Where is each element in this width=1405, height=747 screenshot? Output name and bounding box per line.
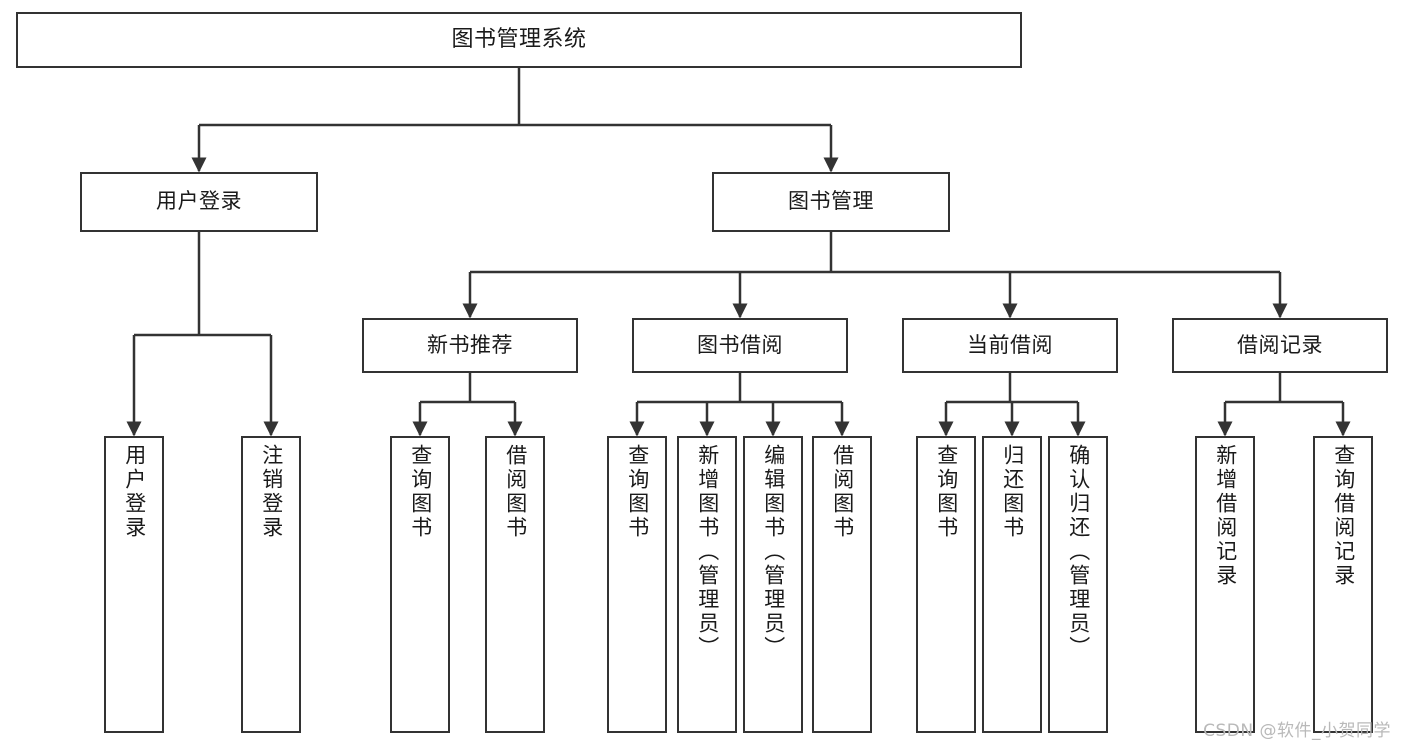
node-leaf-12[interactable]: 新增借阅记录 [1195, 436, 1255, 733]
node-label: 图书借阅 [697, 332, 783, 357]
node-label: 确认归还（管理员） [1066, 444, 1091, 660]
node-label: 查询借阅记录 [1331, 444, 1356, 588]
node-label: 用户登录 [122, 444, 147, 540]
node-leaf-3[interactable]: 查询图书 [390, 436, 450, 733]
node-label: 编辑图书（管理员） [761, 444, 786, 660]
node-leaf-1[interactable]: 用户登录 [104, 436, 164, 733]
node-label: 新增图书（管理员） [695, 444, 720, 660]
node-label: 借阅图书 [503, 444, 528, 540]
node-root[interactable]: 图书管理系统 [16, 12, 1022, 68]
node-leaf-7[interactable]: 编辑图书（管理员） [743, 436, 803, 733]
node-label: 新书推荐 [427, 332, 513, 357]
node-leaf-10[interactable]: 归还图书 [982, 436, 1042, 733]
node-label: 图书管理 [788, 189, 874, 214]
node-label: 借阅记录 [1237, 332, 1323, 357]
node-label: 归还图书 [1000, 444, 1025, 540]
node-label: 新增借阅记录 [1213, 444, 1238, 588]
node-label: 查询图书 [934, 444, 959, 540]
node-label: 借阅图书 [830, 444, 855, 540]
node-leaf-13[interactable]: 查询借阅记录 [1313, 436, 1373, 733]
node-leaf-4[interactable]: 借阅图书 [485, 436, 545, 733]
node-leaf-6[interactable]: 新增图书（管理员） [677, 436, 737, 733]
node-leaf-11[interactable]: 确认归还（管理员） [1048, 436, 1108, 733]
node-label: 当前借阅 [967, 332, 1053, 357]
node-login[interactable]: 用户登录 [80, 172, 318, 232]
node-current[interactable]: 当前借阅 [902, 318, 1118, 373]
node-label: 图书管理系统 [451, 26, 587, 52]
node-leaf-8[interactable]: 借阅图书 [812, 436, 872, 733]
node-newbook[interactable]: 新书推荐 [362, 318, 578, 373]
edge-group [126, 68, 1351, 437]
node-leaf-9[interactable]: 查询图书 [916, 436, 976, 733]
node-records[interactable]: 借阅记录 [1172, 318, 1388, 373]
watermark-text: CSDN @软件_小贺同学 [1203, 721, 1391, 741]
node-bookmgmt[interactable]: 图书管理 [712, 172, 950, 232]
node-borrow[interactable]: 图书借阅 [632, 318, 848, 373]
node-label: 用户登录 [156, 189, 242, 214]
node-label: 查询图书 [625, 444, 650, 540]
node-label: 注销登录 [259, 444, 284, 540]
node-leaf-5[interactable]: 查询图书 [607, 436, 667, 733]
node-label: 查询图书 [408, 444, 433, 540]
node-leaf-2[interactable]: 注销登录 [241, 436, 301, 733]
